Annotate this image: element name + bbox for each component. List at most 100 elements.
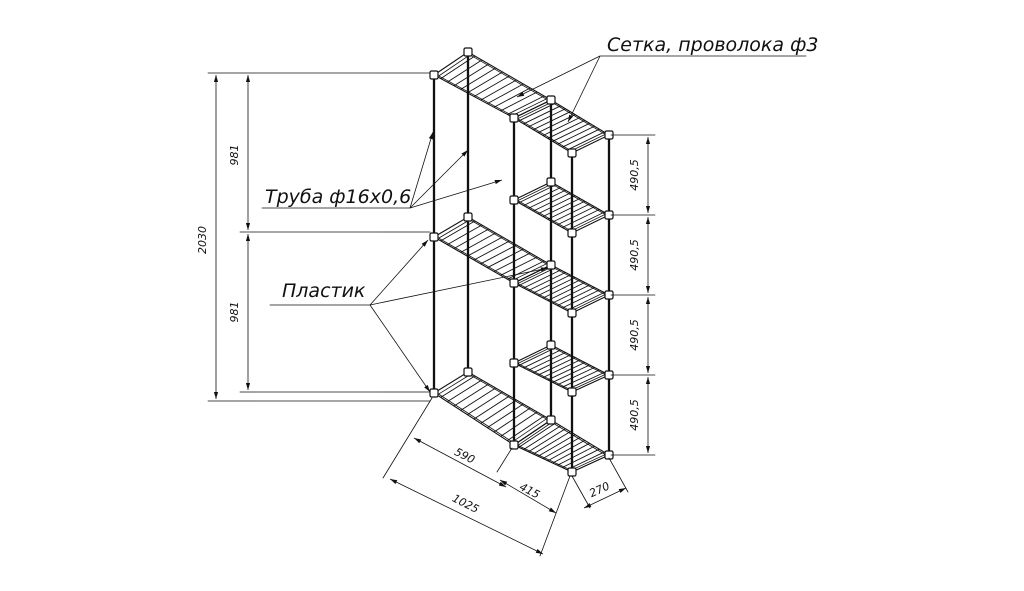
dim-total-height: 2030 (196, 226, 209, 254)
mesh-wire (528, 189, 566, 209)
mesh-wire (552, 442, 590, 464)
mesh-wire (537, 434, 576, 457)
plastic-joint (546, 340, 556, 350)
plastic-joint (546, 260, 556, 270)
mesh-wire (542, 437, 581, 459)
mesh-wire (537, 114, 576, 133)
mesh-wire (473, 395, 510, 420)
mesh-wire (460, 387, 496, 411)
shelf-rim (437, 219, 548, 281)
dim-upper-height: 981 (228, 145, 241, 166)
mesh-wire (562, 289, 600, 309)
plastic-joint (567, 308, 577, 318)
mesh-wire (487, 83, 524, 105)
plastic-joints (429, 47, 614, 477)
plastic-joint (546, 177, 556, 187)
callout-mesh: Сетка, проволока ф3 (516, 34, 818, 123)
mesh-wire (557, 125, 595, 145)
mesh-wire (518, 347, 557, 366)
dimension-left: 2030 981 981 (196, 72, 431, 402)
mesh-wire (528, 352, 566, 371)
mesh-wire (552, 203, 590, 223)
mesh-wire (557, 367, 595, 386)
mesh-wire (480, 399, 517, 424)
plastic-joint (463, 212, 473, 222)
plastic-joint (429, 232, 439, 242)
plastic-joint (546, 95, 556, 105)
mesh-wire (518, 102, 557, 122)
mesh-wire (537, 357, 576, 376)
mesh-wire (562, 369, 600, 388)
mesh-wire (453, 63, 489, 87)
mesh-wire (507, 260, 545, 280)
mesh-wire (557, 287, 595, 306)
mesh-wire (537, 195, 576, 215)
mesh-wire (453, 383, 489, 407)
mesh-wire (523, 105, 561, 125)
dim-width-right: 415 (517, 480, 542, 501)
mesh-wire (480, 244, 517, 265)
mesh-wires (437, 54, 607, 471)
dim-width-left: 590 (452, 445, 477, 466)
mesh-wire (507, 95, 545, 115)
plastic-joint (546, 415, 556, 425)
mesh-wire (523, 269, 561, 289)
mesh-wire (500, 91, 538, 112)
mesh-wire (552, 284, 590, 304)
mesh-wire (507, 415, 545, 442)
mesh-wire (562, 448, 600, 468)
mesh-wire (453, 228, 489, 249)
mesh-wire (562, 128, 600, 148)
plastic-joint (509, 358, 519, 368)
mesh-wire (547, 362, 586, 381)
mesh-wire (447, 224, 483, 246)
mesh-wire (447, 59, 483, 83)
mesh-wire (467, 391, 503, 416)
mesh-wire (533, 354, 571, 374)
plastic-joint (567, 387, 577, 397)
dim-shelf-pitch-1: 490,5 (628, 159, 641, 191)
mesh-wire (467, 71, 503, 94)
mesh-wire (440, 55, 476, 79)
dim-width-total: 1025 (450, 492, 481, 516)
mesh-wire (500, 256, 538, 276)
plastic-joint (567, 228, 577, 238)
mesh-wire (480, 79, 517, 101)
shelf-rim (437, 54, 548, 117)
mesh-wire (460, 67, 496, 90)
mesh-wire (533, 111, 571, 131)
mesh-wire (533, 431, 571, 455)
mesh-wire (523, 425, 561, 450)
plastic-joint (429, 388, 439, 398)
plastic-joint (463, 367, 473, 377)
frame (429, 47, 614, 477)
dim-depth: 270 (587, 479, 612, 500)
mesh-wire (493, 252, 531, 272)
dimension-bottom: 590 1025 415 270 (382, 397, 629, 557)
plastic-joint (567, 148, 577, 158)
shelf-rim (437, 374, 548, 443)
callout-tube: Труба ф16х0,6 (261, 131, 503, 209)
dim-shelf-pitch-2: 490,5 (628, 239, 641, 271)
mesh-wire (487, 248, 524, 269)
mesh-wire (473, 75, 510, 97)
mesh-wire (467, 236, 503, 257)
mesh-wire (547, 282, 586, 301)
mesh-wire (557, 206, 595, 226)
mesh-wire (533, 274, 571, 294)
label-mesh: Сетка, проволока ф3 (607, 34, 818, 56)
dimension-right: 490,5 490,5 490,5 490,5 (610, 134, 656, 456)
mesh-wire (447, 379, 483, 403)
mesh-wire (537, 277, 576, 296)
mesh-wire (566, 131, 605, 151)
label-tube: Труба ф16х0,6 (265, 186, 411, 208)
plastic-joint (567, 467, 577, 477)
callout-plastic: Пластик (269, 239, 549, 393)
mesh-wire (542, 198, 581, 217)
mesh-wire (493, 407, 531, 433)
mesh-wire (562, 209, 600, 228)
mesh-wire (518, 184, 557, 204)
mesh-wire (440, 220, 476, 242)
plastic-joint (509, 278, 519, 288)
